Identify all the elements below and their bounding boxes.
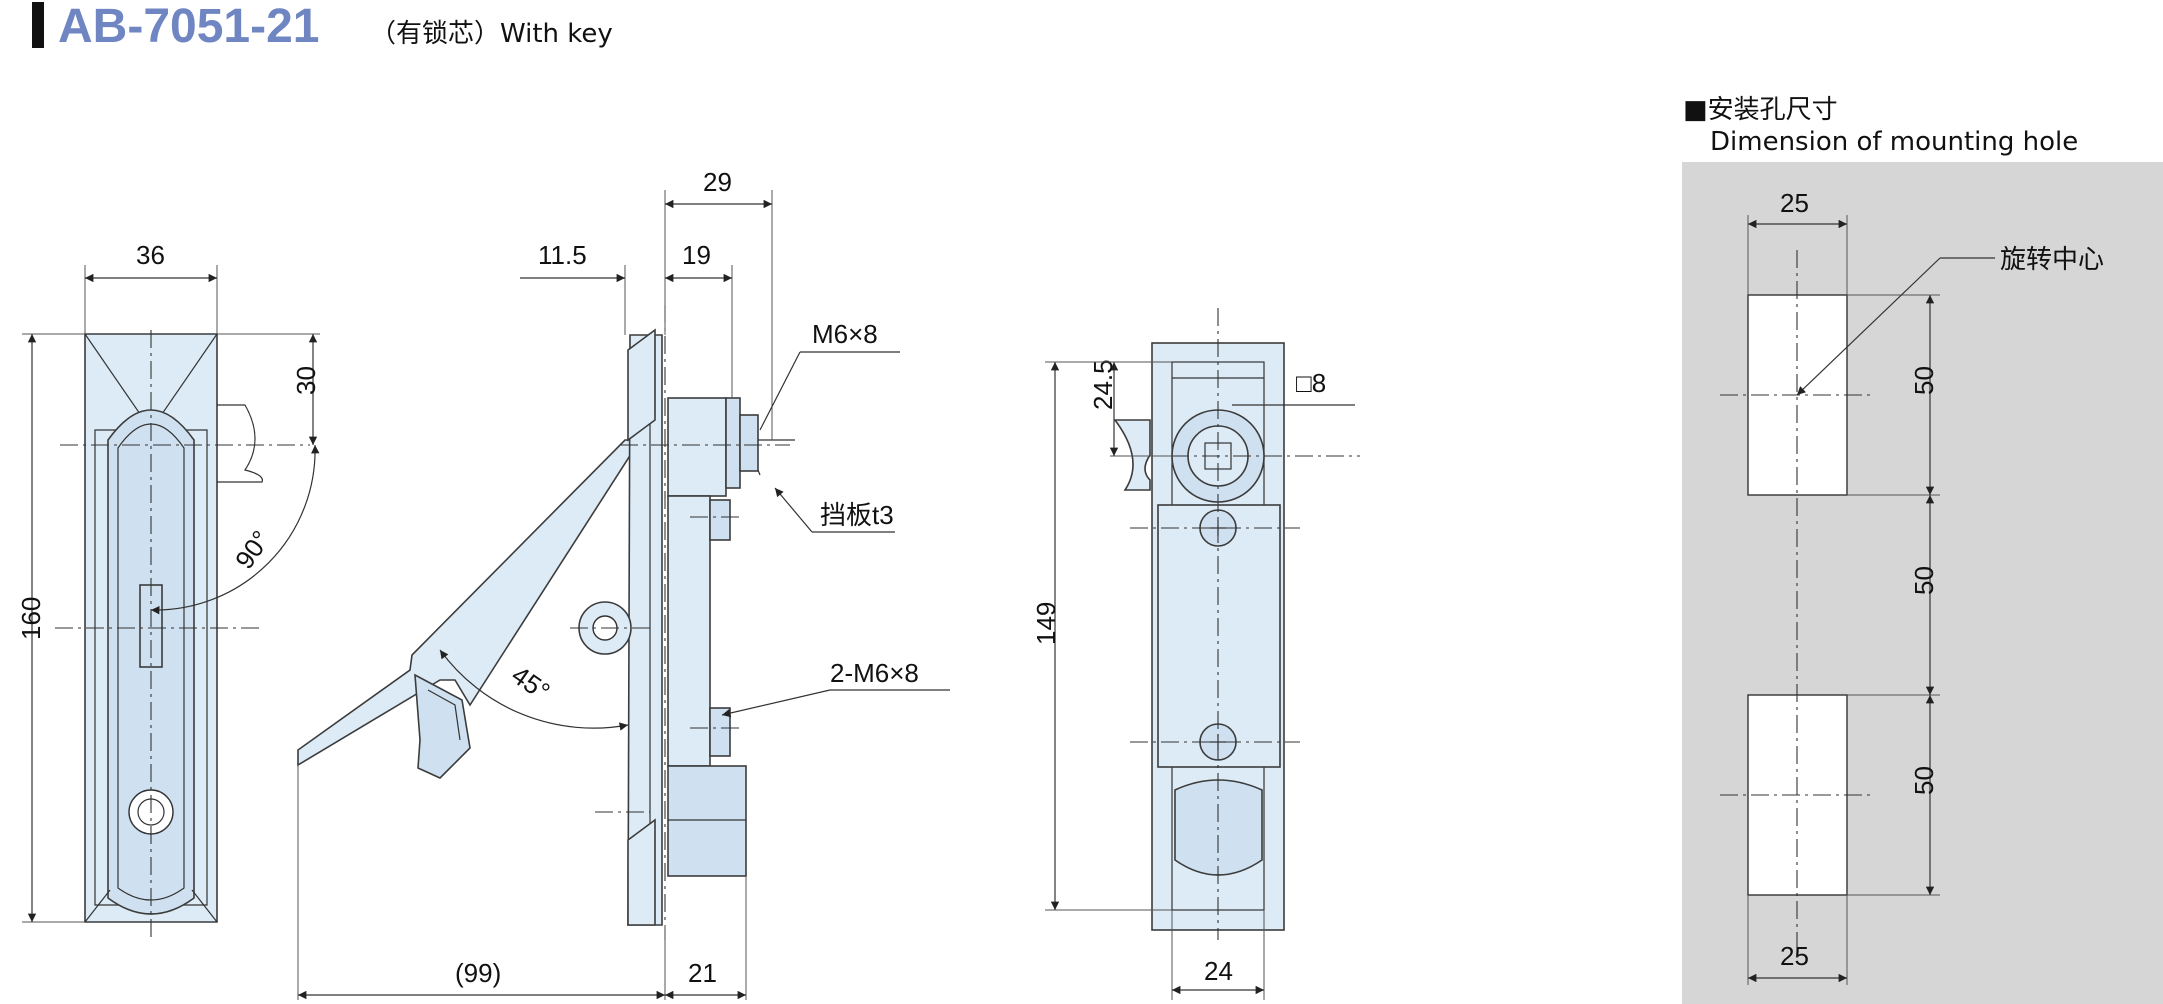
side-body-depth-label: 19 [682, 240, 711, 270]
side-open-angle: 45° [506, 660, 555, 707]
side-housing [667, 397, 727, 497]
title-code: AB-7051-21 [58, 0, 319, 53]
rear-offset-label: 24.5 [1088, 359, 1118, 410]
front-width-label: 36 [136, 240, 165, 270]
mounting-dim-3-label: 50 [1909, 766, 1939, 795]
mounting-width-top-label: 25 [1780, 188, 1809, 218]
title-subtitle: （有锁芯）With key [370, 19, 613, 49]
rear-height-label: 149 [1031, 602, 1061, 645]
side-reach-label: (99) [455, 958, 501, 988]
mounting-width-bottom-label: 25 [1780, 941, 1809, 971]
side-plate-label: 挡板t3 [820, 500, 894, 530]
front-view: 90° 36 160 30 [16, 240, 321, 940]
side-depth-total-label: 29 [703, 167, 732, 197]
title-marker [32, 2, 44, 48]
front-top-offset-label: 30 [291, 366, 321, 395]
side-left-offset-label: 11.5 [538, 240, 587, 270]
mounting-dim-2-label: 50 [1909, 566, 1939, 595]
rear-width-label: 24 [1204, 956, 1233, 986]
side-handle-open [297, 439, 642, 767]
rear-square-label: □8 [1296, 368, 1326, 398]
front-height-label: 160 [16, 597, 46, 640]
mounting-hole-panel: ■安装孔尺寸 Dimension of mounting hole 25 25 … [1682, 95, 2163, 1004]
side-view: 45° 29 11.5 19 M6×8 挡板t3 2-M6×8 (99) 21 [297, 167, 950, 1000]
side-screws-label: 2-M6×8 [830, 658, 919, 688]
front-swing-angle: 90° [229, 525, 276, 574]
mounting-dim-1-label: 50 [1909, 366, 1939, 395]
mounting-rotation-center-label: 旋转中心 [2000, 245, 2104, 275]
mounting-heading-en: Dimension of mounting hole [1710, 127, 2078, 157]
mounting-heading-cn: ■安装孔尺寸 [1683, 95, 1838, 125]
side-bottom-depth-label: 21 [688, 958, 717, 988]
title-block: AB-7051-21 （有锁芯）With key [32, 0, 613, 53]
rear-view: □8 24.5 149 24 [1031, 308, 1360, 1000]
side-screw-label: M6×8 [812, 319, 878, 349]
